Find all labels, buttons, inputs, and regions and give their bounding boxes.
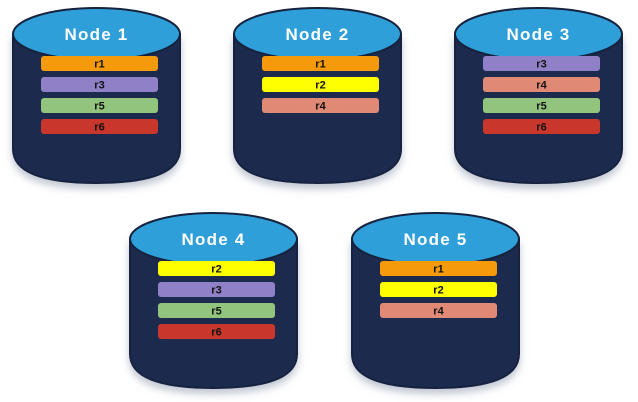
replica-bar-label: r4 <box>433 306 444 318</box>
replica-bar-fill <box>262 56 379 71</box>
replica-bar-fill <box>41 77 158 92</box>
replica-bar[interactable]: r5 <box>41 98 158 113</box>
replica-bar-label: r1 <box>433 264 443 276</box>
node-title: Node 4 <box>182 230 246 249</box>
replica-bar[interactable]: r3 <box>483 56 600 71</box>
nodes-layer: Node 1 r1 r3 r5 r6 Node 2 r1 r2 r4 Node 3 r3 r4 r5 r6… <box>12 7 623 390</box>
node-cylinder-1[interactable]: Node 1 r1 r3 r5 r6 <box>12 7 181 185</box>
replica-bar-label: r5 <box>94 101 104 113</box>
replica-bar-label: r6 <box>94 122 104 134</box>
replica-bar[interactable]: r4 <box>380 303 497 318</box>
replica-bar-label: r4 <box>536 80 547 92</box>
replica-bar-fill <box>41 98 158 113</box>
replica-bar-fill <box>380 282 497 297</box>
replica-bar[interactable]: r2 <box>262 77 379 92</box>
replica-bar[interactable]: r6 <box>41 119 158 134</box>
replica-bar[interactable]: r3 <box>158 282 275 297</box>
replica-bar[interactable]: r5 <box>483 98 600 113</box>
replica-bar-label: r3 <box>94 80 104 92</box>
replica-bar-fill <box>158 282 275 297</box>
replica-bar[interactable]: r2 <box>158 261 275 276</box>
replica-bar[interactable]: r2 <box>380 282 497 297</box>
replica-bar-label: r2 <box>315 80 325 92</box>
replica-bar[interactable]: r1 <box>41 56 158 71</box>
replica-bar-fill <box>158 324 275 339</box>
replica-bar-label: r2 <box>433 285 443 297</box>
replica-bar[interactable]: r6 <box>158 324 275 339</box>
replica-bar[interactable]: r3 <box>41 77 158 92</box>
replica-bar-fill <box>41 119 158 134</box>
replica-bar-fill <box>483 98 600 113</box>
replica-bar[interactable]: r1 <box>262 56 379 71</box>
node-title: Node 5 <box>404 230 468 249</box>
node-cylinder-3[interactable]: Node 3 r3 r4 r5 r6 <box>454 7 623 185</box>
replica-bar-fill <box>483 119 600 134</box>
replica-bar-fill <box>158 261 275 276</box>
replica-bar[interactable]: r1 <box>380 261 497 276</box>
replica-bar-label: r6 <box>211 327 221 339</box>
replica-bar-label: r6 <box>536 122 546 134</box>
replica-bar[interactable]: r4 <box>483 77 600 92</box>
replica-bar-label: r1 <box>94 59 104 71</box>
replica-bar[interactable]: r6 <box>483 119 600 134</box>
replica-bar-label: r3 <box>211 285 221 297</box>
node-title: Node 1 <box>65 25 129 44</box>
replica-bar-label: r5 <box>211 306 221 318</box>
node-cylinder-2[interactable]: Node 2 r1 r2 r4 <box>233 7 402 185</box>
node-cylinder-4[interactable]: Node 4 r2 r3 r5 r6 <box>129 212 298 390</box>
node-title: Node 2 <box>286 25 350 44</box>
replica-bar-fill <box>483 77 600 92</box>
replica-bar-fill <box>158 303 275 318</box>
replica-bar-label: r1 <box>315 59 325 71</box>
replica-bar-fill <box>262 98 379 113</box>
replica-bar[interactable]: r4 <box>262 98 379 113</box>
replica-bar-fill <box>380 261 497 276</box>
replica-bar-label: r2 <box>211 264 221 276</box>
replica-bar-label: r4 <box>315 101 326 113</box>
replica-bar-label: r3 <box>536 59 546 71</box>
replica-bar-fill <box>41 56 158 71</box>
replica-bar-fill <box>380 303 497 318</box>
node-cylinder-5[interactable]: Node 5 r1 r2 r4 <box>351 212 520 390</box>
replica-bar-fill <box>262 77 379 92</box>
replica-bar-label: r5 <box>536 101 546 113</box>
node-title: Node 3 <box>507 25 571 44</box>
replica-bar[interactable]: r5 <box>158 303 275 318</box>
replica-bar-fill <box>483 56 600 71</box>
